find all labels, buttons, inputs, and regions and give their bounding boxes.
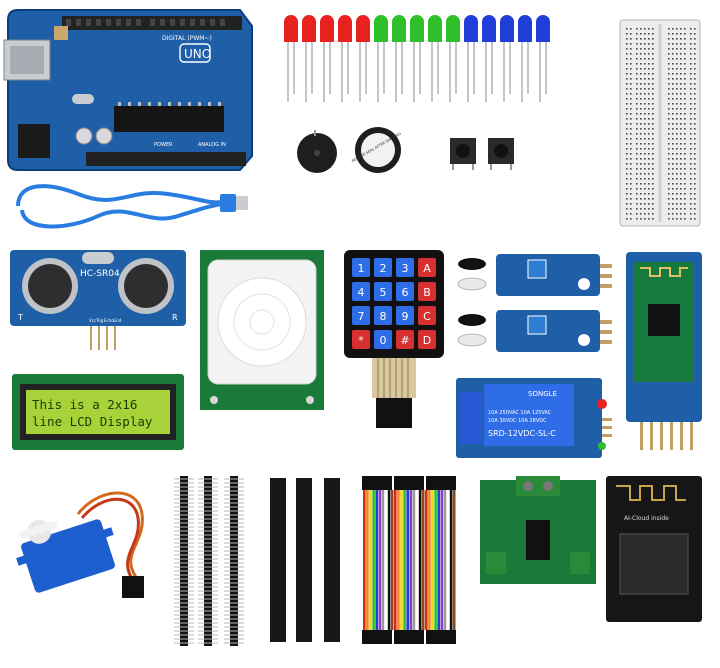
relay-model: SRD-12VDC-SL-C: [488, 429, 556, 438]
keypad-key-label: B: [423, 286, 431, 299]
buzzer-passive: [294, 130, 340, 176]
keypad-key: [418, 306, 436, 325]
keypad-key: [352, 306, 370, 325]
keypad-key-label: 9: [402, 310, 409, 323]
keypad-key-label: 5: [380, 286, 387, 299]
keypad-key-label: #: [400, 334, 409, 347]
ir-sensor-module-1: [456, 254, 612, 296]
keypad-key-label: 2: [380, 262, 387, 275]
keypad-key: [352, 282, 370, 301]
ultrasonic-sensor: HC-SR04 T R Vcc Trig Echo Gnd: [10, 246, 186, 352]
relay-rating-1: 10A 250VAC 10A 125VAC: [488, 410, 552, 416]
breadboard: [619, 19, 701, 227]
servo-motor: [16, 484, 164, 608]
keypad-key: [396, 282, 414, 301]
keypad-key: [352, 330, 370, 349]
esp8266-wifi-module: AI-Cloud inside: [606, 476, 702, 622]
keypad-key-label: 7: [358, 310, 365, 323]
jumper-wires: [360, 476, 460, 646]
keypad-key: [396, 258, 414, 277]
keypad-key: [418, 330, 436, 349]
uno-label: UNO: [184, 47, 211, 61]
wifi-module-label: AI-Cloud inside: [624, 515, 669, 522]
keypad-key-label: 1: [358, 262, 365, 275]
lcd-16x2: This is a 2x16 line LCD Display: [12, 374, 184, 450]
pin-echo-label: Echo: [104, 318, 114, 323]
analog-label: ANALOG IN: [198, 142, 226, 148]
lcd-line-1: This is a 2x16: [32, 397, 137, 412]
keypad-key-label: D: [423, 334, 431, 347]
keypad-key: [396, 306, 414, 325]
keypad-key-label: 8: [380, 310, 387, 323]
keypad-key-label: C: [423, 310, 431, 323]
keypad-key: [374, 282, 392, 301]
arduino-uno-board: DIGITAL (PWM~) UNO POWER ANALOG IN: [3, 6, 256, 174]
keypad-key: [418, 258, 436, 277]
keypad-key: [418, 282, 436, 301]
relay-rating-2: 10A 30VDC 10A 28VDC: [488, 418, 547, 424]
keypad-key-label: 3: [402, 262, 409, 275]
keypad-key: [374, 306, 392, 325]
ultrasonic-t-mark: T: [17, 313, 23, 322]
ultrasonic-r-mark: R: [172, 313, 178, 322]
keypad-key-label: *: [358, 334, 364, 347]
pin-vcc-label: Vcc: [89, 318, 96, 323]
keypad-key: [352, 258, 370, 277]
lcd-line-2: line LCD Display: [32, 414, 153, 429]
motor-driver-module: [480, 476, 596, 588]
keypad-key: [374, 258, 392, 277]
usb-cable: [8, 176, 248, 238]
ultrasonic-model: HC-SR04: [80, 269, 120, 279]
bluetooth-module: [626, 252, 702, 452]
relay-module: SONGLE 10A 250VAC 10A 125VAC 10A 30VDC 1…: [456, 378, 612, 458]
push-button-2: [486, 134, 516, 170]
led-row: [282, 14, 558, 104]
membrane-keypad: 1 2 3 A 4 5 6 B 7 8 9 C * 0 # D: [344, 250, 444, 430]
push-button-1: [448, 134, 478, 170]
pin-trig-label: Trig: [95, 318, 104, 323]
keypad-key-label: 6: [402, 286, 409, 299]
relay-brand: SONGLE: [528, 390, 557, 398]
keypad-key: [374, 330, 392, 349]
ir-sensor-module-2: [456, 310, 612, 352]
female-header-strips: [266, 478, 346, 642]
buzzer-active: REMOVE SEAL AFTER WASHING: [351, 124, 404, 176]
keypad-key-label: 4: [358, 286, 365, 299]
power-label: POWER: [154, 142, 173, 148]
keypad-key-label: 0: [380, 334, 387, 347]
digital-label: DIGITAL (PWM~): [162, 35, 212, 42]
keypad-key-label: A: [423, 262, 431, 275]
pir-motion-sensor: [200, 250, 324, 410]
pin-gnd-label: Gnd: [113, 318, 122, 323]
male-header-pins: [174, 476, 246, 646]
keypad-key: [396, 330, 414, 349]
